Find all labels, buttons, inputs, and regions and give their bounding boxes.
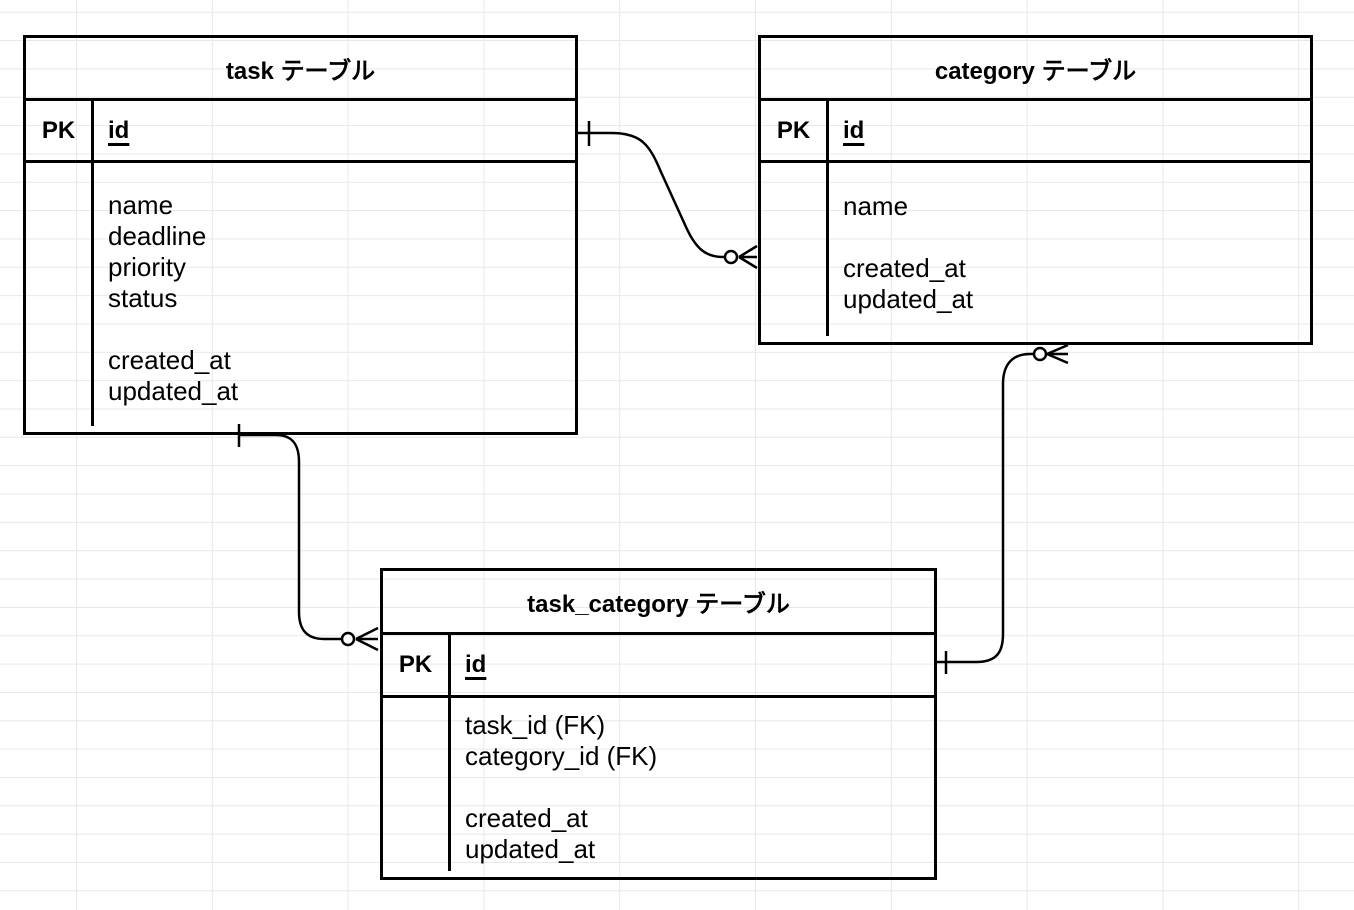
entity-task-category-field-list: task_id (FK) category_id (FK) created_at…	[465, 710, 658, 864]
entity-category-title: category テーブル	[761, 38, 1310, 101]
pk-field-id: id	[108, 116, 130, 144]
entity-category-body: name created_at updated_at	[761, 163, 1310, 336]
pk-field-id: id	[465, 651, 487, 678]
entity-task-category[interactable]: task_category テーブル PK id task_id (FK) ca…	[380, 568, 937, 880]
entity-task-field-list: name deadline priority status created_at…	[108, 190, 239, 406]
entity-task-title: task テーブル	[26, 38, 575, 101]
pk-field-id: id	[843, 116, 865, 144]
pk-badge: PK	[26, 101, 94, 160]
pk-column-spacer	[26, 163, 94, 426]
entity-task-pk-row: PK id	[26, 101, 575, 163]
entity-task-body: name deadline priority status created_at…	[26, 163, 575, 426]
entity-category[interactable]: category テーブル PK id name created_at upda…	[758, 35, 1313, 345]
pk-column-spacer	[383, 698, 451, 871]
entity-task-category-body: task_id (FK) category_id (FK) created_at…	[383, 698, 934, 871]
pk-badge: PK	[383, 635, 451, 695]
entity-task-category-title: task_category テーブル	[383, 571, 934, 635]
entity-category-pk-row: PK id	[761, 101, 1310, 163]
pk-column-spacer	[761, 163, 829, 336]
entity-task-category-pk-row: PK id	[383, 635, 934, 698]
entity-task[interactable]: task テーブル PK id name deadline priority s…	[23, 35, 578, 435]
pk-badge: PK	[761, 101, 829, 160]
entity-category-field-list: name created_at updated_at	[843, 191, 974, 314]
